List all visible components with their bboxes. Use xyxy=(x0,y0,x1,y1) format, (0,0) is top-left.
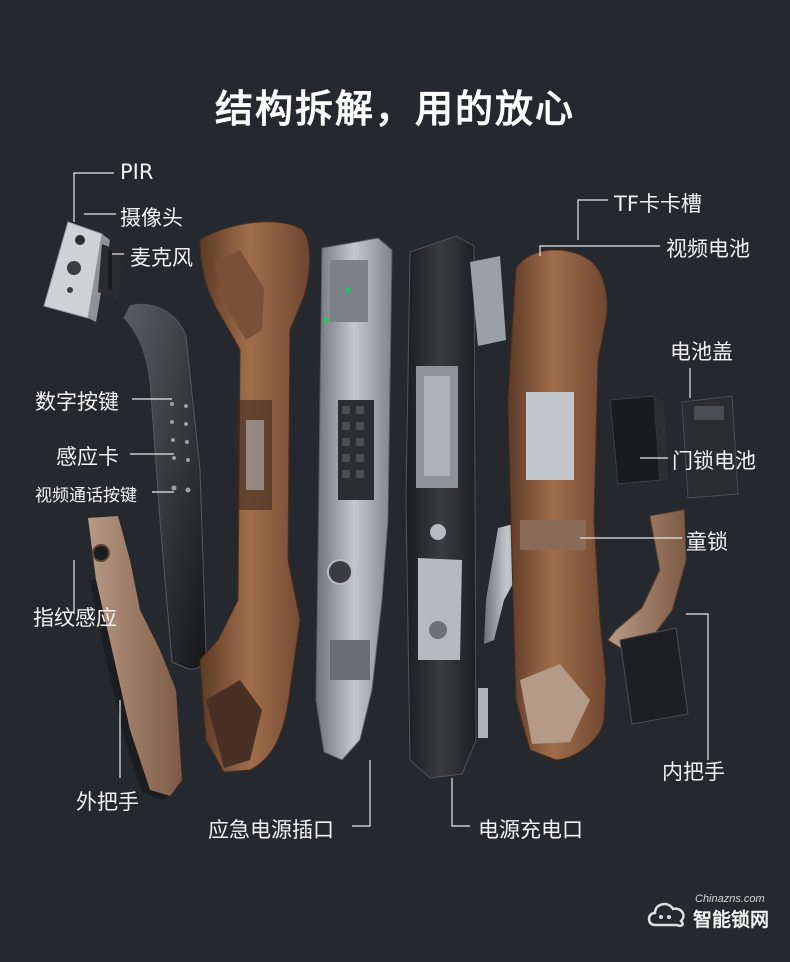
label-keypad: 数字按键 xyxy=(35,390,119,414)
label-video-call-button: 视频通话按键 xyxy=(35,486,137,506)
page-title: 结构拆解，用的放心 xyxy=(214,87,575,131)
back-plate xyxy=(405,235,506,779)
watermark-url: Chinazns.com xyxy=(695,893,765,905)
label-camera: 摄像头 xyxy=(120,206,183,230)
watermark: Chinazns.com 智能锁网 xyxy=(645,893,785,933)
label-microphone: 麦克风 xyxy=(130,246,193,270)
label-video-battery: 视频电池 xyxy=(666,237,750,261)
door-lock-battery-pack xyxy=(609,395,668,485)
label-tf-slot: TF卡卡槽 xyxy=(614,192,702,216)
watermark-name: 智能锁网 xyxy=(693,909,770,931)
label-card-sensor: 感应卡 xyxy=(56,445,119,469)
front-housing xyxy=(199,221,311,773)
camera-module xyxy=(43,221,122,322)
label-emergency-power-port: 应急电源插口 xyxy=(208,818,334,842)
label-child-lock: 童锁 xyxy=(686,530,728,554)
outer-handle-cover xyxy=(88,516,182,800)
cloud-logo-icon xyxy=(647,902,685,928)
label-fingerprint: 指纹感应 xyxy=(33,606,117,630)
label-power-charge-port: 电源充电口 xyxy=(478,818,583,842)
label-door-lock-battery: 门锁电池 xyxy=(672,449,756,473)
metal-chassis xyxy=(315,237,393,761)
rear-housing xyxy=(507,249,608,761)
callout-lines xyxy=(73,172,709,827)
label-battery-cover: 电池盖 xyxy=(670,340,733,364)
label-outer-handle: 外把手 xyxy=(76,790,139,814)
keypad-panel xyxy=(123,303,207,670)
label-inner-handle: 内把手 xyxy=(662,760,725,784)
battery-cover xyxy=(681,395,739,499)
inner-handle xyxy=(607,509,689,725)
label-pir: PIR xyxy=(120,160,154,184)
